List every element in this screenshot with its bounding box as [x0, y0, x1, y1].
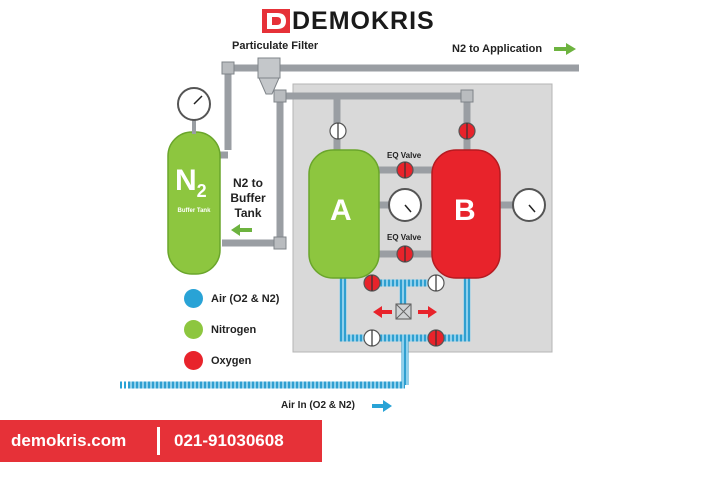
- buffer-tank-symbol-text: N: [175, 164, 197, 197]
- legend-oxygen-swatch: [184, 351, 203, 370]
- legend-item-oxygen: Oxygen: [184, 351, 251, 370]
- pressure-gauge-icon: [388, 188, 422, 222]
- eq-valve-bottom-label: EQ Valve: [387, 233, 422, 242]
- tank-a-label: A: [330, 194, 352, 227]
- logo-mark-icon: [262, 9, 290, 33]
- particulate-filter: [257, 57, 281, 95]
- legend-oxygen-label: Oxygen: [211, 354, 252, 367]
- legend-air-swatch: [184, 289, 203, 308]
- buffer-tank-symbol: N2: [175, 166, 207, 206]
- flow-arrows: [373, 306, 437, 318]
- legend-nitrogen-label: Nitrogen: [211, 323, 257, 336]
- n2-to-buffer-line-2: Buffer: [230, 191, 266, 205]
- arrow-left-icon: [231, 224, 252, 236]
- legend-item-nitrogen: Nitrogen: [184, 320, 256, 339]
- banner-divider: [157, 427, 160, 455]
- particulate-filter-label: Particulate Filter: [232, 40, 319, 52]
- n2-to-buffer-line-1: N2 to: [233, 176, 263, 190]
- arrow-right-icon: [372, 400, 392, 412]
- air-in-label: Air In (O2 & N2): [281, 400, 355, 411]
- n2-to-buffer-label: N2 to Buffer Tank: [230, 176, 266, 221]
- brand-logo: DEMOKRIS: [262, 6, 435, 36]
- arrow-right-icon: [554, 43, 576, 55]
- pressure-gauge-icon: [512, 188, 546, 222]
- website-link[interactable]: demokris.com: [11, 431, 127, 450]
- buffer-tank-caption: Buffer Tank: [177, 208, 211, 214]
- legend-item-air: Air (O2 & N2): [184, 289, 279, 308]
- arrow-left-icon: [373, 306, 392, 318]
- eq-valve-top-label: EQ Valve: [387, 151, 422, 160]
- tank-a: [308, 149, 380, 279]
- tank-b: [431, 149, 501, 279]
- phone-number[interactable]: 021-91030608: [174, 431, 284, 450]
- buffer-tank-subscript: 2: [196, 181, 207, 201]
- pressure-gauge-icon: [177, 87, 211, 134]
- brand-name: DEMOKRIS: [292, 6, 435, 35]
- contact-banner: demokris.com 021-91030608: [0, 420, 322, 462]
- tank-b-label: B: [454, 194, 476, 227]
- legend-air-label: Air (O2 & N2): [211, 292, 280, 305]
- n2-to-buffer-line-3: Tank: [234, 206, 262, 220]
- legend-nitrogen-swatch: [184, 320, 203, 339]
- n2-to-application-label: N2 to Application: [452, 43, 543, 55]
- arrow-right-icon: [418, 306, 437, 318]
